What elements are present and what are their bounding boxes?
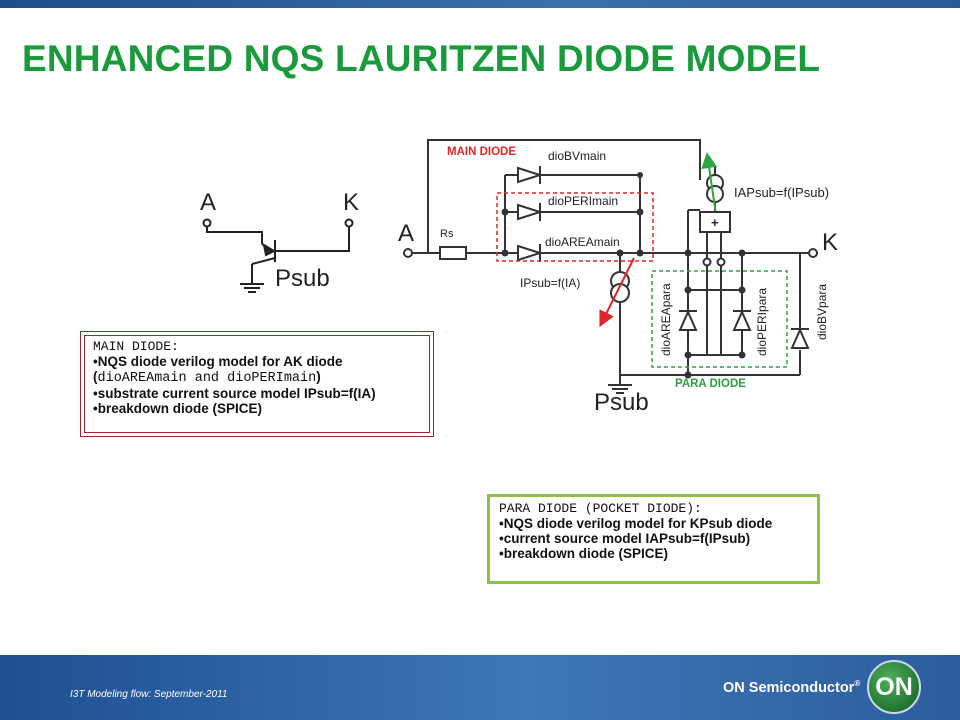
circuit-wires [412,139,810,394]
slide-title: ENHANCED NQS LAURITZEN DIODE MODEL [22,38,821,79]
diode-bv-main-icon [517,166,544,184]
main-diode-note: MAIN DIODE: •NQS diode verilog model for… [80,331,434,437]
diode-peri-para-label: dioPERIpara [755,288,769,356]
on-semiconductor-logo: ON [867,660,921,714]
main-note-line-2: (dioAREAmain and dioPERImain) [93,369,321,386]
junction-dots [501,172,746,379]
source-iapsub-label: IAPsub=f(IPsub) [734,185,829,200]
main-note-line-1: •NQS diode verilog model for AK diode [93,354,343,369]
symbol-cathode-label: K [343,189,359,216]
footer-bar [0,655,960,720]
para-diode-box [651,270,788,368]
resistor-label: Rs [440,228,454,240]
para-diode-group-label: PARA DIODE [675,378,746,390]
diode-area-para-label: dioAREApara [659,283,673,356]
anode-terminal [403,248,413,258]
main-note-line-3: •substrate current source model IPsub=f(… [93,386,376,401]
diode-bv-main-label: dioBVmain [548,149,606,163]
top-accent-bar [0,0,960,8]
sensor-plus-label: + [711,215,719,230]
main-note-heading: MAIN DIODE: [93,339,179,354]
diode-peri-main-label: dioPERImain [548,194,618,208]
source-ipsub-label: IPsub=f(IA) [520,276,580,290]
diode-peri-para-icon [732,309,752,331]
para-diode-note: PARA DIODE (POCKET DIODE): •NQS diode ve… [487,494,820,584]
diode-area-main-icon [517,244,544,262]
para-note-line-2: •current source model IAPsub=f(IPsub) [499,531,751,546]
diode-area-para-icon [678,309,698,331]
para-note-heading: PARA DIODE (POCKET DIODE): [499,501,702,516]
circuit-cathode-label: K [822,229,838,256]
symbol-substrate-label: Psub [275,265,330,292]
diode-peri-main-icon [517,203,544,221]
current-source-iapsub-icon [706,174,724,203]
main-diode-box [496,192,654,262]
resistor-rs [439,246,467,260]
circuit-anode-label: A [398,220,414,247]
diode-area-main-label: dioAREAmain [545,235,620,249]
brand-name: ON Semiconductor® [723,679,861,696]
main-note-line-4: •breakdown diode (SPICE) [93,401,262,416]
main-diode-group-label: MAIN DIODE [447,146,516,158]
symbol-anode-label: A [200,189,216,216]
diode-bv-para-icon [790,327,810,349]
diode-bv-para-label: dioBVpara [815,284,829,340]
para-note-line-1: •NQS diode verilog model for KPsub diode [499,516,773,531]
para-note-line-3: •breakdown diode (SPICE) [499,546,668,561]
cathode-terminal [808,248,818,258]
transistor-symbol [202,218,354,293]
footer-caption: I3T Modeling flow: September-2011 [70,689,228,700]
sensor-box [699,211,731,233]
circuit-substrate-label: Psub [594,389,649,416]
current-source-ipsub-icon [610,271,630,303]
arrow-red-icon [599,257,635,328]
